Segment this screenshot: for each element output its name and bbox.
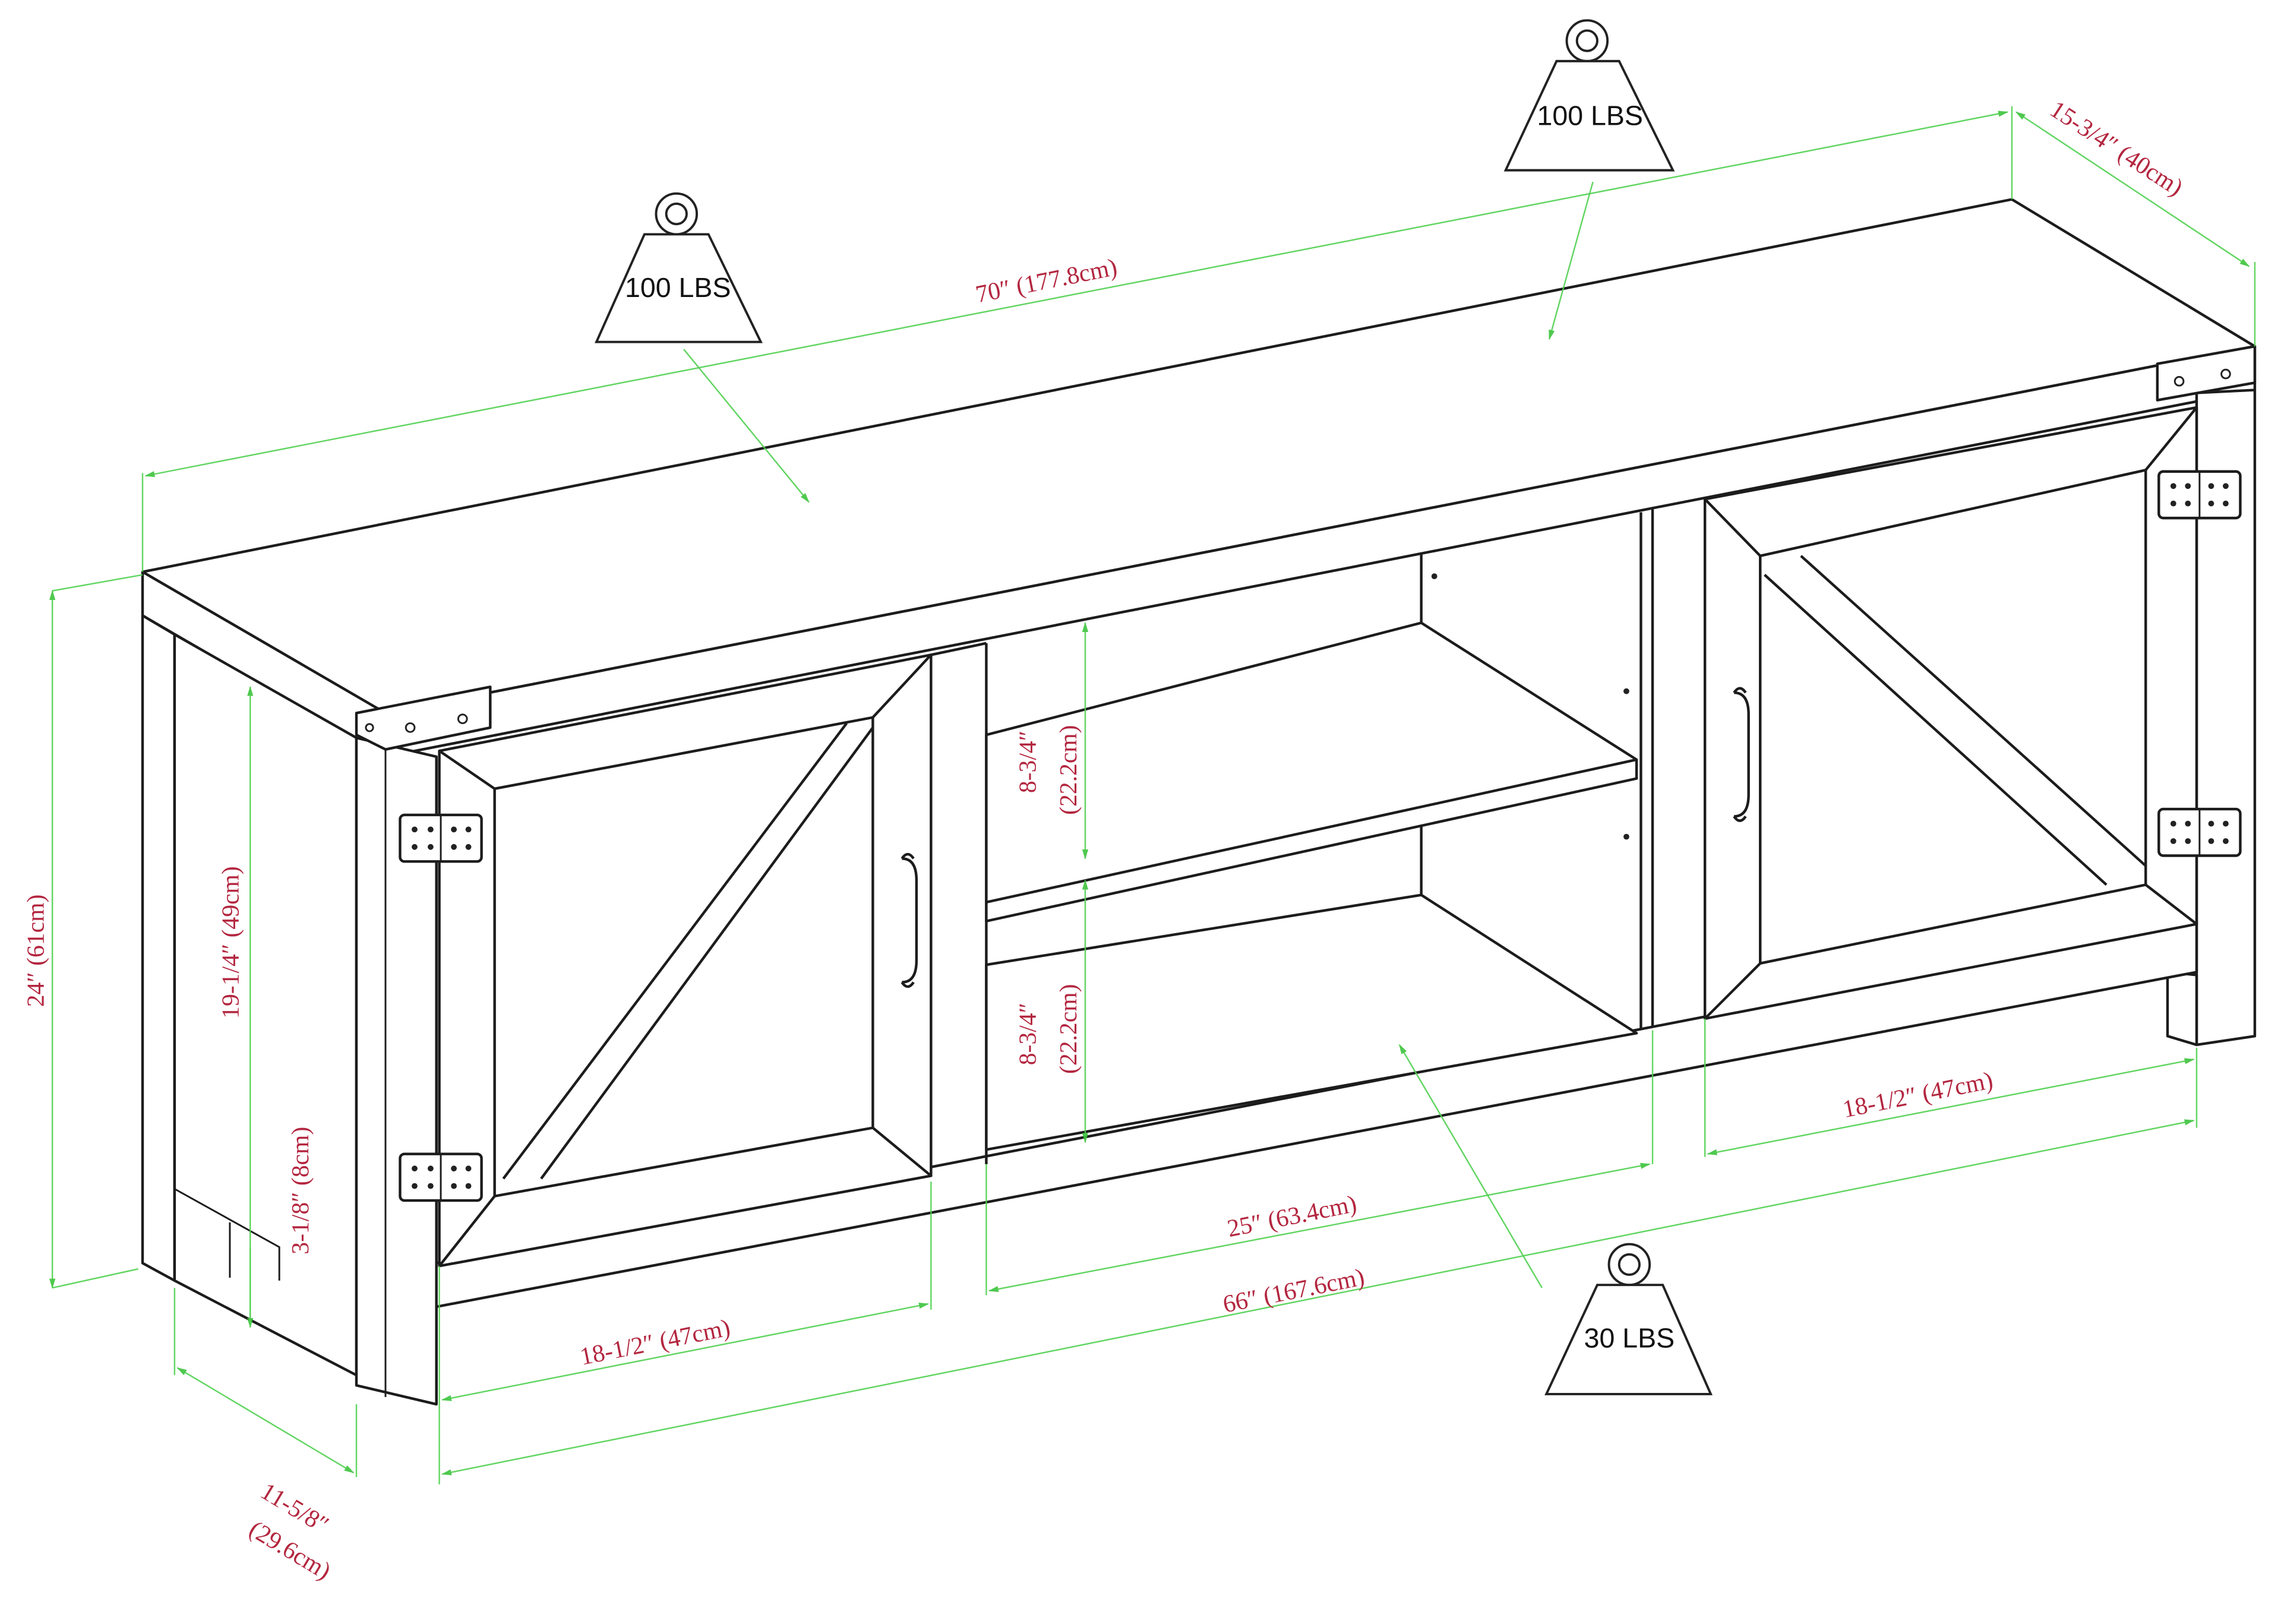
right-door-hinge-top-icon (2157, 470, 2242, 520)
lower-shelf-height-label-line2: (22.2cm) (1055, 984, 1082, 1074)
left-barn-door[interactable] (399, 653, 933, 1268)
right-door-hinge-bottom-icon (2157, 807, 2242, 857)
weight-label-left-top: 100 LBS (625, 272, 731, 303)
corner-bracket-right (2156, 345, 2257, 402)
left-side-panel (173, 633, 358, 1377)
left-door-width-label: 18-1/2″ (47cm) (578, 1314, 733, 1370)
left-door-hinge-top-icon (399, 813, 483, 863)
weight-label-bottom-shelf: 30 LBS (1584, 1323, 1675, 1354)
right-door-width-label: 18-1/2″ (47cm) (1840, 1067, 1995, 1123)
left-rear-leg (141, 614, 176, 1282)
center-shelving (930, 499, 1707, 1164)
overall-height-label: 24″ (61cm) (22, 895, 49, 1007)
left-door-handle-icon[interactable] (901, 852, 918, 988)
right-barn-door[interactable] (1704, 406, 2242, 1020)
weight-icon-right-top: 100 LBS (1503, 19, 1675, 172)
corner-bracket-left (355, 685, 492, 751)
top-depth-label: 15-3/4″ (40cm) (2045, 96, 2188, 201)
inner-height-label: 19-1/4″ (49cm) (217, 866, 245, 1019)
left-front-leg (355, 736, 438, 1406)
base-width-label: 66″ (167.6cm) (1221, 1263, 1367, 1318)
center-opening-width-label: 25″ (63.4cm) (1225, 1190, 1359, 1243)
weight-icon-left-top: 100 LBS (595, 192, 763, 343)
tv-stand-outline (141, 198, 2257, 1406)
lower-shelf-height-label-line1: 8-3/4″ (1015, 1003, 1042, 1065)
left-door-hinge-bottom-icon (399, 1152, 483, 1202)
upper-shelf-height-label-line1: 8-3/4″ (1015, 731, 1042, 793)
lower-shelf (985, 893, 1638, 1151)
upper-shelf-height-label-line2: (22.2cm) (1055, 725, 1082, 814)
dimension-lines (49, 106, 2256, 1484)
weight-icon-bottom-shelf: 30 LBS (1544, 1243, 1713, 1395)
weight-label-right-top: 100 LBS (1537, 100, 1643, 131)
leg-clearance-label: 3-1/8″ (8cm) (287, 1127, 314, 1255)
upper-shelf (985, 621, 1638, 922)
right-door-handle-icon[interactable] (1733, 687, 1750, 822)
